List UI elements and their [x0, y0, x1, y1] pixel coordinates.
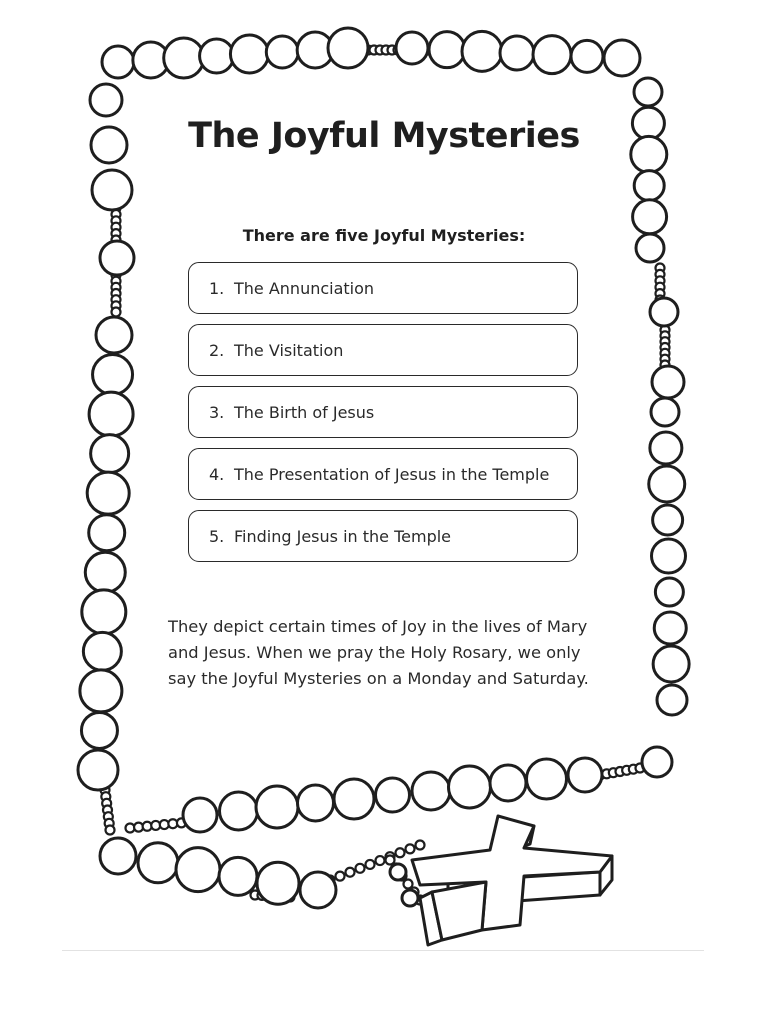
list-item: 1. The Annunciation [188, 262, 578, 314]
chain-link [104, 824, 116, 836]
item-label: The Visitation [234, 340, 344, 360]
rosary-bead [569, 38, 605, 74]
rosary-bead [332, 777, 376, 821]
rosary-beads [76, 26, 691, 910]
rosary-bead [388, 862, 408, 882]
rosary-bead [531, 34, 573, 76]
rosary-bead [447, 764, 492, 810]
rosary-bead [374, 776, 411, 814]
rosary-bead [100, 44, 136, 80]
chain-link [414, 839, 426, 851]
rosary-bead [181, 796, 219, 834]
item-number: 2. [209, 340, 225, 360]
rosary-bead [566, 756, 604, 794]
rosary-bead [400, 888, 420, 908]
rosary-bead [427, 30, 467, 70]
rosary-bead [655, 683, 689, 717]
rosary-bead [488, 763, 528, 803]
rosary-bead [88, 82, 124, 118]
rosary-bead [217, 855, 259, 897]
rosary-bead [296, 783, 335, 823]
rosary-bead [264, 34, 300, 70]
rosary-bead [80, 588, 128, 636]
chain-link [374, 854, 386, 867]
rosary-bead [649, 396, 681, 428]
rosary-bead [651, 644, 691, 684]
chain-link [344, 866, 356, 878]
rosary-bead [650, 537, 687, 575]
list-item: 2. The Visitation [188, 324, 578, 376]
cross-icon [410, 814, 614, 947]
rosary-bead [653, 576, 685, 608]
item-number: 4. [209, 464, 225, 484]
chain-link [404, 843, 416, 855]
rosary-bead [394, 30, 430, 66]
chain-link [402, 878, 414, 890]
item-label: The Annunciation [234, 278, 375, 298]
rosary-bead [174, 846, 222, 894]
list-item: 4. The Presentation of Jesus in the Templ… [188, 448, 578, 500]
rosary-bead [89, 433, 131, 475]
rosary-bead [632, 76, 664, 108]
rosary-bead [76, 748, 120, 792]
rosary-bead [632, 169, 666, 203]
list-item: 5. Finding Jesus in the Temple [188, 510, 578, 562]
rosary-bead [298, 870, 338, 910]
rosary-bead [254, 784, 300, 830]
intro-heading: There are five Joyful Mysteries: [242, 226, 526, 245]
page-title: The Joyful Mysteries [188, 116, 580, 156]
page-divider [62, 950, 704, 951]
item-label: The Presentation of Jesus in the Temple [234, 464, 550, 484]
rosary-bead [83, 550, 127, 594]
description-paragraph: They depict certain times of Joy in the … [168, 617, 589, 688]
rosary-bead [326, 26, 370, 70]
rosary-bead [647, 464, 687, 504]
rosary-bead [98, 239, 136, 277]
chain-link [394, 847, 406, 859]
rosary-bead [634, 232, 666, 264]
rosary-bead [602, 38, 642, 78]
rosary-bead [162, 36, 206, 80]
rosary-bead [650, 364, 686, 400]
rosary-bead [85, 470, 131, 516]
rosary-bead [78, 668, 124, 714]
chain-link [354, 862, 366, 874]
item-label: Finding Jesus in the Temple [234, 526, 452, 546]
rosary-bead [218, 790, 259, 832]
rosary-bead [89, 125, 129, 165]
rosary-bead [198, 37, 236, 75]
chain-link [110, 306, 122, 318]
rosary-bead [228, 33, 270, 75]
rosary-bead [460, 29, 504, 73]
rosary-bead [648, 430, 684, 466]
item-label: The Birth of Jesus [234, 402, 375, 422]
chain-link [334, 870, 346, 882]
rosary-bead [498, 34, 536, 72]
mysteries-list: 1. The Annunciation 2. The Visitation 3. Th… [188, 262, 578, 572]
item-number: 3. [209, 402, 225, 422]
rosary-bead [79, 710, 119, 750]
rosary-bead [136, 841, 180, 885]
rosary-bead [652, 610, 688, 646]
item-number: 5. [209, 526, 225, 546]
rosary-bead [255, 860, 301, 906]
rosary-bead [525, 757, 568, 801]
rosary-bead [90, 168, 134, 212]
chain-link [364, 858, 376, 871]
rosary-bead [81, 630, 123, 672]
rosary-bead [94, 315, 134, 355]
rosary-bead [651, 503, 685, 537]
rosary-bead [98, 836, 138, 876]
item-number: 1. [209, 278, 225, 298]
rosary-bead [648, 296, 680, 328]
rosary-bead [87, 513, 127, 553]
rosary-bead [91, 353, 135, 397]
rosary-bead [640, 745, 674, 779]
rosary-bead [87, 390, 135, 438]
rosary-bead [410, 770, 452, 812]
list-item: 3. The Birth of Jesus [188, 386, 578, 438]
chain-link [384, 854, 396, 866]
